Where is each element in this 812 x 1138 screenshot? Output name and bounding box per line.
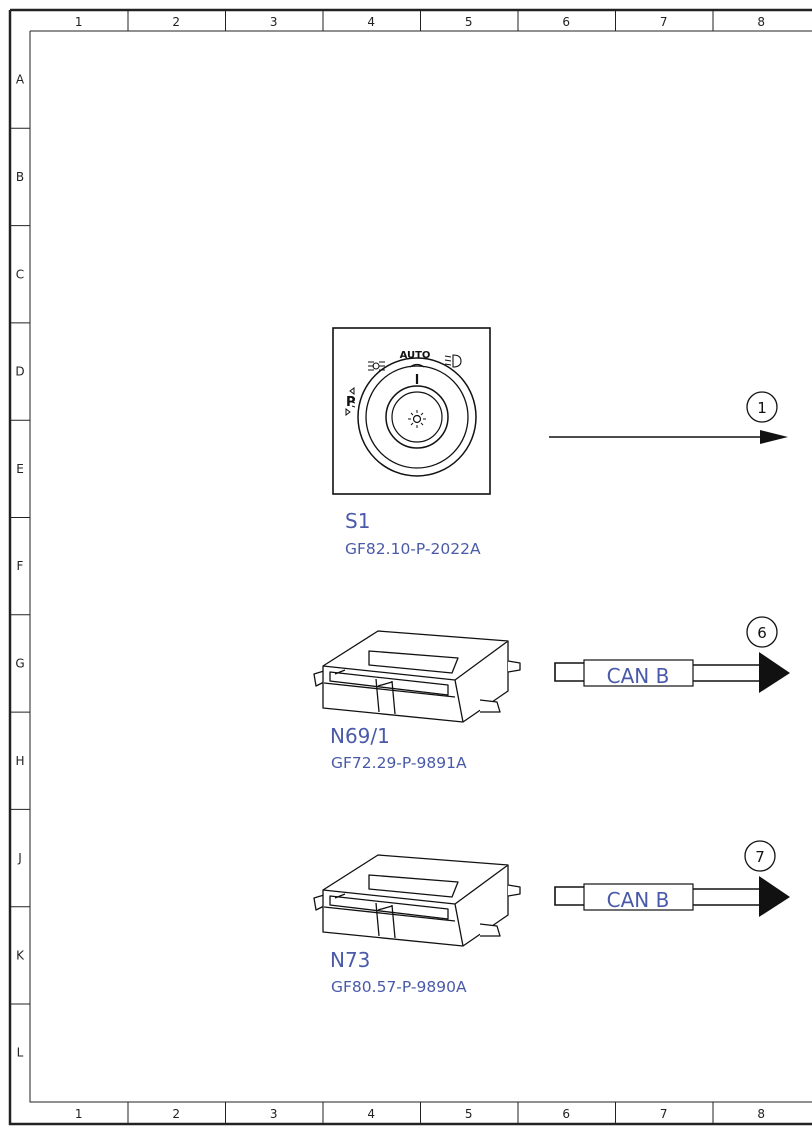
- can-bus-connector-7: [554, 883, 761, 911]
- column-label: 4: [367, 1107, 375, 1121]
- row-label: E: [16, 462, 24, 476]
- connection-6-arrowhead: [759, 652, 790, 693]
- row-label: H: [15, 754, 24, 768]
- column-label: 1: [75, 1107, 83, 1121]
- sheet-frame: [8, 8, 812, 1126]
- row-label: B: [16, 170, 24, 184]
- row-label: K: [16, 948, 25, 962]
- column-label: 3: [270, 15, 278, 29]
- control-module-icon: [313, 854, 521, 947]
- column-label: 8: [757, 15, 765, 29]
- row-label: F: [17, 559, 24, 573]
- connection-7-arrowhead: [759, 876, 790, 917]
- control-module-icon: [313, 630, 521, 723]
- column-label: 3: [270, 1107, 278, 1121]
- column-label: 7: [660, 1107, 668, 1121]
- column-label: 6: [562, 15, 570, 29]
- connection-1-marker: [746, 391, 778, 423]
- row-label: D: [15, 365, 24, 379]
- component-id-n73: N73: [330, 948, 370, 972]
- component-ref-n69-1: GF72.29-P-9891A: [331, 754, 467, 772]
- row-label: L: [17, 1046, 24, 1060]
- connection-6-number: 6: [757, 624, 767, 642]
- column-label: 4: [367, 15, 375, 29]
- switch-parking-label: P: [346, 395, 356, 410]
- can-bus-label-7: CAN B: [607, 888, 670, 912]
- column-label: 1: [75, 15, 83, 29]
- column-label: 2: [172, 15, 180, 29]
- row-label: J: [17, 851, 22, 865]
- row-label: C: [16, 267, 24, 281]
- connection-7-number: 7: [755, 848, 765, 866]
- column-label: 2: [172, 1107, 180, 1121]
- switch-auto-label: AUTO: [400, 350, 431, 361]
- column-label: 5: [465, 1107, 473, 1121]
- light-switch-icon: [332, 327, 491, 495]
- connection-1-arrow: [549, 430, 788, 444]
- connection-7-marker: [744, 840, 776, 872]
- row-label: A: [16, 73, 25, 87]
- component-ref-s1: GF82.10-P-2022A: [345, 540, 481, 558]
- component-id-s1: S1: [345, 509, 370, 533]
- column-label: 6: [562, 1107, 570, 1121]
- component-ref-n73: GF80.57-P-9890A: [331, 978, 467, 996]
- column-label: 7: [660, 15, 668, 29]
- row-ruler-left: A B C D E F G H J K L: [10, 73, 30, 1060]
- can-bus-connector-6: [554, 659, 761, 687]
- column-ruler-top: 1 2 3 4 5 6 7 8: [75, 10, 765, 31]
- connection-6-marker: [746, 616, 778, 648]
- connection-1-number: 1: [757, 399, 767, 417]
- can-bus-label-6: CAN B: [607, 664, 670, 688]
- column-label: 8: [757, 1107, 765, 1121]
- column-ruler-bottom: 1 2 3 4 5 6 7 8: [75, 1102, 765, 1124]
- column-label: 5: [465, 15, 473, 29]
- component-id-n69-1: N69/1: [330, 724, 390, 748]
- row-label: G: [15, 656, 24, 670]
